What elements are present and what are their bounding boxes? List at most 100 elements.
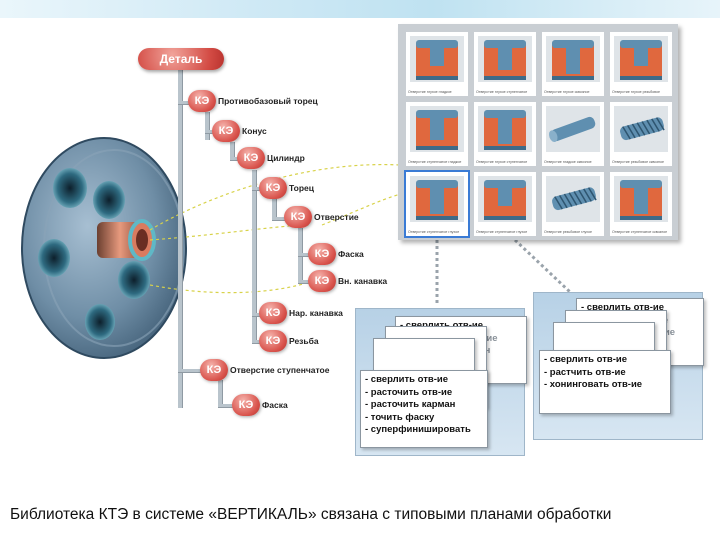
plan-step: - расточить карман: [365, 399, 456, 410]
plan-step: - суперфинишировать: [365, 424, 471, 435]
ke-badge: КЭ: [259, 177, 287, 199]
library-item[interactable]: Отверстие гладкое сквозное: [542, 102, 604, 166]
ke-badge: КЭ: [212, 120, 240, 142]
hole-thumbnail: [410, 176, 464, 222]
tree-node[interactable]: КЭ Резьба: [259, 330, 319, 352]
library-item-caption: Отверстие ступенчатое гладкое: [408, 160, 462, 164]
plan-card-front[interactable]: - сверлить отв-ие - расточить отв-ие - р…: [360, 370, 488, 448]
library-item-caption: Отверстие ступенчатое глухое: [476, 230, 528, 234]
tree-node[interactable]: КЭ Вн. канавка: [308, 270, 387, 292]
library-item-caption: Отверстие глухое ступенчатое: [476, 160, 528, 164]
library-item-caption: Отверстие глухое сквозное: [544, 90, 590, 94]
library-item[interactable]: Отверстие резьбовое сквозное: [610, 102, 672, 166]
thread-thumbnail: [546, 176, 600, 222]
shaft-thumbnail: [546, 106, 600, 152]
tree-node-label: Отверстие ступенчатое: [230, 365, 330, 375]
tree-node-label: Конус: [242, 126, 267, 136]
plan-step: - расточить отв-ие: [365, 386, 453, 398]
ke-badge: КЭ: [200, 359, 228, 381]
tree-branch: [178, 369, 202, 373]
library-item-caption: Отверстие резьбовое сквозное: [612, 160, 664, 164]
top-decor-band: [0, 0, 720, 18]
library-item[interactable]: Отверстие ступенчатое сквозное: [610, 172, 672, 236]
tree-node-label: Фаска: [338, 249, 364, 259]
tree-node[interactable]: КЭ Нар. канавка: [259, 302, 343, 324]
library-item[interactable]: Отверстие глухое гладкое: [406, 32, 468, 96]
plan-card-front[interactable]: - сверлить отв-ие - растчить отв-ие - хо…: [539, 350, 671, 414]
library-item[interactable]: Отверстие глухое ступенчатое: [474, 32, 536, 96]
tree-node-label: Резьба: [289, 336, 319, 346]
tree-branch: [298, 280, 310, 284]
library-item-caption: Отверстие ступенчатое сквозное: [612, 230, 668, 234]
library-item-caption: Отверстие глухое ступенчатое: [476, 90, 528, 94]
tree-node-label: Нар. канавка: [289, 308, 343, 318]
library-item[interactable]: Отверстие ступенчатое глухое: [474, 172, 536, 236]
tree-node-label: Фаска: [262, 400, 288, 410]
tree-root-detail[interactable]: Деталь: [138, 48, 224, 70]
tree-node[interactable]: КЭ Отверстие: [284, 206, 359, 228]
tree-branch: [218, 404, 236, 408]
tree-branch: [252, 340, 262, 344]
tree-node[interactable]: КЭ Противобазовый торец: [188, 90, 318, 112]
tree-node[interactable]: КЭ Торец: [259, 177, 314, 199]
tree-branch: [178, 101, 192, 105]
ke-badge: КЭ: [284, 206, 312, 228]
ke-badge: КЭ: [232, 394, 260, 416]
tree-trunk: [178, 70, 183, 408]
hole-thumbnail: [478, 36, 532, 82]
tree-node-label: Противобазовый торец: [218, 96, 318, 106]
library-item[interactable]: Отверстие глухое ступенчатое: [474, 102, 536, 166]
hole-thumbnail: [546, 36, 600, 82]
plan-step: - сверлить отв-ие: [581, 302, 665, 313]
hole-thumbnail: [478, 176, 532, 222]
tree-trunk: [252, 170, 257, 342]
tree-branch: [252, 313, 262, 317]
tree-node-label: Отверстие: [314, 212, 359, 222]
tree-node[interactable]: КЭ Конус: [212, 120, 267, 142]
library-item[interactable]: Отверстие резьбовое глухое: [542, 172, 604, 236]
library-item-caption: Отверстие резьбовое глухое: [544, 230, 592, 234]
library-item-selected[interactable]: Отверстие ступенчатое глухое: [404, 170, 470, 238]
tree-branch: [272, 217, 286, 221]
tree-trunk: [230, 142, 235, 160]
plan-step: - растчить отв-ие: [544, 366, 626, 378]
ke-badge: КЭ: [259, 302, 287, 324]
tree-node[interactable]: КЭ Цилиндр: [237, 147, 305, 169]
ke-badge: КЭ: [188, 90, 216, 112]
ke-badge: КЭ: [259, 330, 287, 352]
tree-branch: [230, 157, 240, 161]
hole-thumbnail: [410, 106, 464, 152]
plan-step: - хонинговать отв-ие: [544, 379, 643, 390]
library-item[interactable]: Отверстие ступенчатое гладкое: [406, 102, 468, 166]
ke-badge: КЭ: [308, 270, 336, 292]
ke-library-panel: Отверстие глухое гладкое Отверстие глухо…: [398, 24, 678, 240]
plan-step: - сверлить отв-ие: [400, 320, 522, 333]
tree-branch: [205, 130, 215, 134]
library-item-caption: Отверстие ступенчатое глухое: [408, 230, 460, 234]
hole-thumbnail: [614, 36, 668, 82]
library-item[interactable]: Отверстие глухое сквозное: [542, 32, 604, 96]
hole-thumbnail: [410, 36, 464, 82]
tree-node[interactable]: КЭ Отверстие ступенчатое: [200, 359, 329, 381]
library-item-caption: Отверстие глухое резьбовое: [612, 90, 660, 94]
tree-trunk: [272, 198, 277, 220]
ke-badge: КЭ: [308, 243, 336, 265]
library-item[interactable]: Отверстие глухое резьбовое: [610, 32, 672, 96]
plan-step: - точить фаску: [365, 411, 435, 423]
tree-node-label: Цилиндр: [267, 153, 305, 163]
library-item-caption: Отверстие гладкое сквозное: [544, 160, 592, 164]
tree-branch: [252, 187, 262, 191]
tree-trunk: [205, 112, 210, 140]
library-item-caption: Отверстие глухое гладкое: [408, 90, 452, 94]
tree-node-label: Вн. канавка: [338, 276, 388, 286]
tree-branch: [298, 253, 310, 257]
ke-badge: КЭ: [237, 147, 265, 169]
plan-step: - сверлить отв-ие: [365, 374, 449, 385]
plan-step: - сверлить отв-ие: [544, 354, 628, 365]
tree-trunk: [218, 380, 223, 406]
hole-thumbnail: [478, 106, 532, 152]
tree-node[interactable]: КЭ Фаска: [232, 394, 288, 416]
tree-node[interactable]: КЭ Фаска: [308, 243, 364, 265]
slide-caption: Библиотека КТЭ в системе «ВЕРТИКАЛЬ» свя…: [10, 506, 612, 523]
hole-thumbnail: [614, 176, 668, 222]
